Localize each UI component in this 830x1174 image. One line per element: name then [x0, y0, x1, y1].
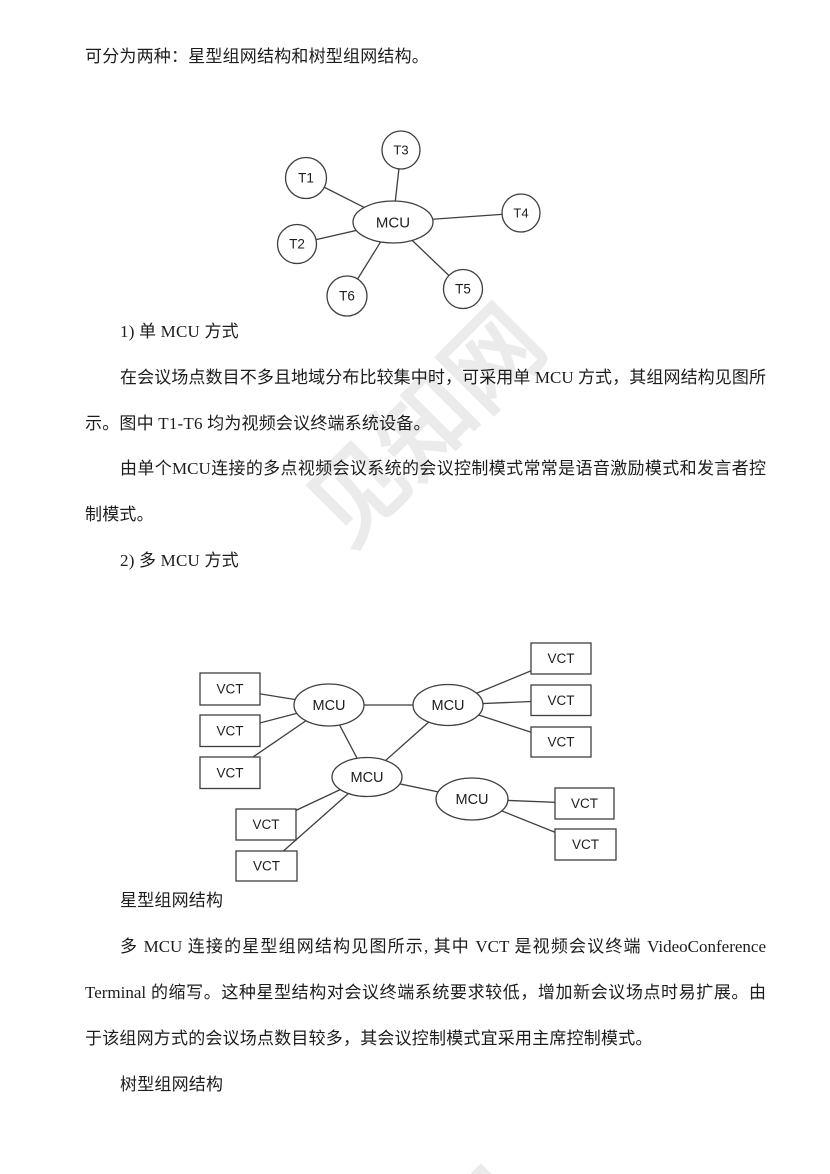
watermark-bottom-partial: 见	[372, 1116, 597, 1174]
text-line: Terminal 的缩写。这种星型结构对会议终端系统要求较低，增加新会议场点时易…	[85, 983, 766, 1002]
node-mcu-m3	[331, 756, 403, 798]
text-line: 制模式。	[85, 505, 154, 524]
node-label: VCT	[253, 817, 280, 832]
node-t2-t2	[276, 223, 318, 265]
node-label: T5	[455, 282, 471, 297]
node-label: T4	[513, 206, 528, 221]
node-label: VCT	[217, 682, 244, 697]
node-label: VCT	[571, 796, 598, 811]
text-line: 于该组网方式的会议场点数目较多，其会议控制模式宜采用主席控制模式。	[85, 1029, 653, 1048]
node-t1-t1	[284, 156, 328, 200]
node-vct-r2	[530, 684, 592, 717]
text-line: 在会议场点数目不多且地域分布比较集中时，可采用单 MCU 方式，其组网结构见图所	[120, 368, 766, 387]
text-line: 1) 单 MCU 方式	[120, 322, 239, 341]
node-label: VCT	[548, 735, 575, 750]
node-label: T1	[298, 171, 314, 186]
node-label: VCT	[217, 723, 244, 738]
node-label: VCT	[217, 765, 244, 780]
multi-mcu-star-diagram: MCU MCU MCU MCU VCT VCT VCT VCT VCT VCT VCT VCT VCT V…	[199, 642, 617, 882]
node-label: MCU	[350, 770, 383, 786]
node-label: T3	[393, 143, 408, 158]
node-t4-t4	[501, 193, 541, 233]
text-line: 多 MCU 连接的星型组网结构见图所示, 其中 VCT 是视频会议终端 Vide…	[120, 937, 766, 956]
node-label: MCU	[376, 214, 410, 231]
node-vct-bl1	[235, 808, 297, 841]
node-label: T2	[289, 237, 305, 252]
text-line: 由单个MCU连接的多点视频会议系统的会议控制模式常常是语音激励模式和发言者控	[120, 459, 766, 478]
text-line: 2) 多 MCU 方式	[120, 551, 239, 570]
text-line: 树型组网结构	[120, 1075, 224, 1094]
text-line: 示。图中 T1-T6 均为视频会议终端系统设备。	[85, 414, 431, 433]
node-label: MCU	[455, 792, 488, 808]
node-vct-r3	[530, 726, 592, 758]
node-mcu-m2	[412, 683, 484, 727]
node-mcu-m	[352, 200, 434, 244]
node-label: VCT	[548, 651, 575, 666]
text-line: 可分为两种：星型组网结构和树型组网结构。	[85, 47, 429, 66]
node-vct-l3	[199, 756, 261, 790]
node-t6-t6	[326, 275, 368, 317]
text-line: 星型组网结构	[120, 891, 224, 910]
node-mcu-m4	[435, 777, 509, 821]
node-label: VCT	[572, 837, 599, 852]
node-label: T6	[339, 289, 355, 304]
node-t5-t5	[442, 268, 484, 310]
node-mcu-m1	[293, 683, 365, 727]
node-vct-bl2	[235, 850, 298, 882]
node-vct-l2	[199, 714, 261, 748]
node-label: MCU	[431, 698, 464, 714]
node-vct-l1	[199, 672, 261, 706]
node-label: VCT	[548, 693, 575, 708]
node-vct-br2	[554, 828, 617, 861]
node-label: VCT	[253, 859, 280, 874]
node-t3-t3	[381, 130, 421, 170]
node-label: MCU	[312, 698, 345, 714]
node-vct-br1	[554, 787, 615, 820]
node-vct-r1	[530, 642, 592, 675]
